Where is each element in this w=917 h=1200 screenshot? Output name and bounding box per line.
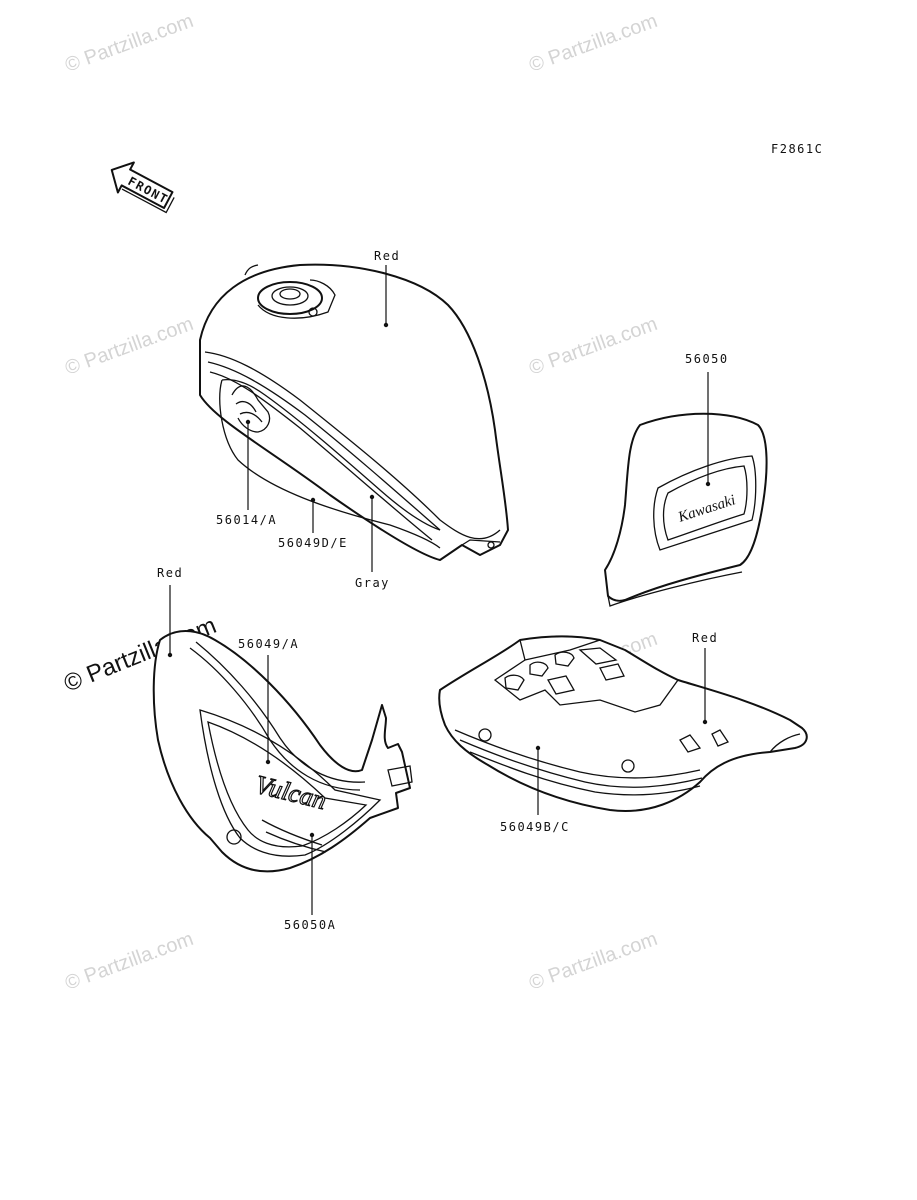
rear-fender	[438, 635, 808, 812]
watermark-6: © Partzilla.com	[62, 928, 196, 995]
side-cover: Vulcan	[152, 630, 413, 873]
front-arrow-icon: FRONT	[110, 161, 175, 214]
watermark-4: © Partzilla.com	[526, 313, 660, 380]
watermark-7: © Partzilla.com	[526, 928, 660, 995]
watermark-3: © Partzilla.com	[62, 313, 196, 380]
callout-tank-emblem: 56014/A	[216, 513, 277, 527]
callout-fender-color: Red	[692, 631, 718, 645]
watermark-1: © Partzilla.com	[62, 10, 196, 77]
callout-tank-color-top: Red	[374, 249, 400, 263]
callout-tank-color-bottom: Gray	[355, 576, 390, 590]
callout-side-cover-emblem: 56050A	[284, 918, 336, 932]
watermark-2: © Partzilla.com	[526, 10, 660, 77]
callout-side-cover-color: Red	[157, 566, 183, 580]
callout-tank-stripe: 56049D/E	[278, 536, 348, 550]
fuel-tank	[199, 263, 509, 561]
seat-cover: Kawasaki	[604, 412, 768, 607]
figure-code: F2861C	[771, 142, 823, 156]
callout-fender-stripe: 56049B/C	[500, 820, 570, 834]
callout-side-cover-stripe: 56049/A	[238, 637, 299, 651]
filler-cap	[257, 281, 323, 315]
callout-seat-cover-emblem: 56050	[685, 352, 729, 366]
